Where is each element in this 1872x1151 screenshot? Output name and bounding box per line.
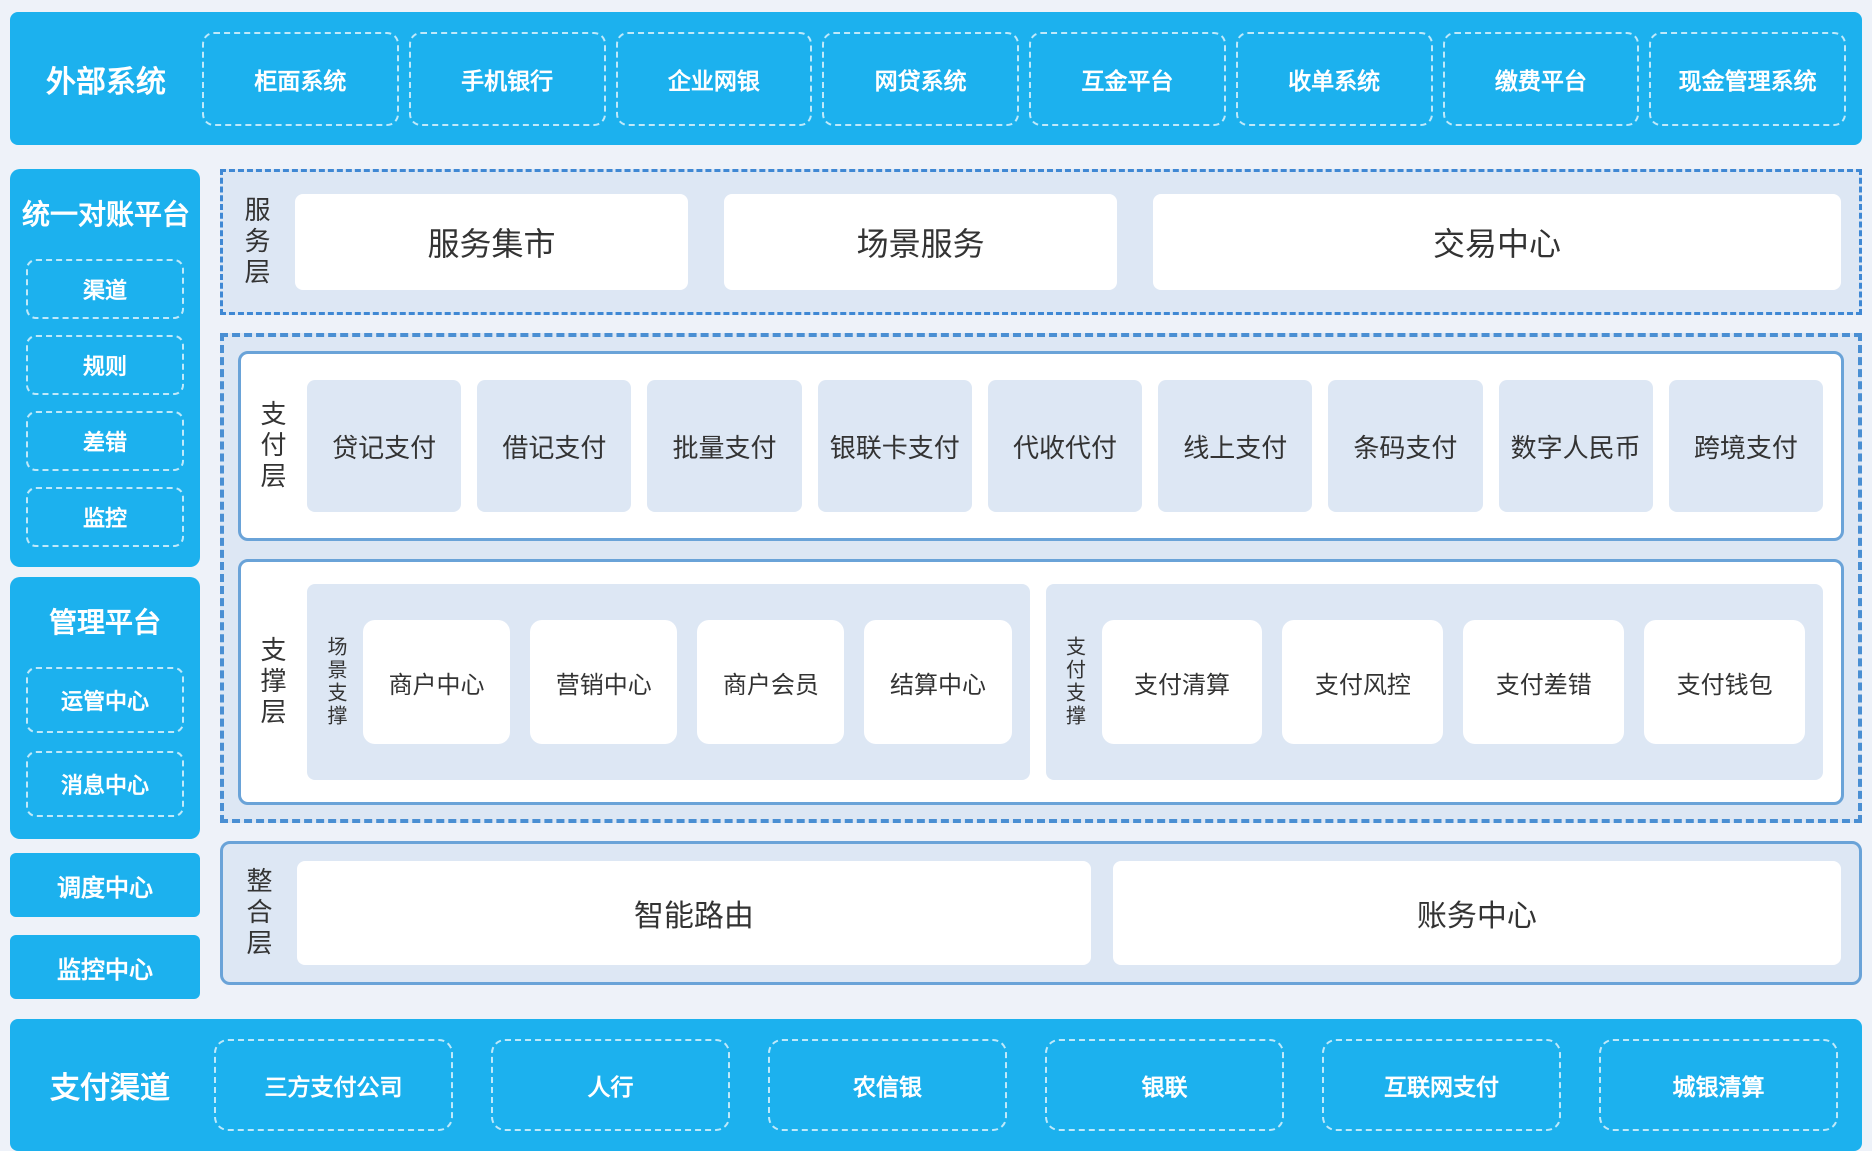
external-system-item: 企业网银 — [615, 31, 813, 126]
payment-channel-item: 互联网支付 — [1322, 1039, 1561, 1131]
external-system-item: 手机银行 — [408, 31, 606, 126]
payment-channel-item: 三方支付公司 — [214, 1039, 453, 1131]
payment-support-box: 支付清算 — [1101, 620, 1263, 744]
reconciliation-item: 渠道 — [26, 259, 184, 319]
left-column: 统一对账平台 渠道 规则 差错 监控 管理平台 运管中心 消息中心 调度中心 监… — [10, 169, 200, 999]
support-layer-groups: 场景支撑 商户中心 营销中心 商户会员 结算中心 支付支撑 支付清算 — [307, 584, 1823, 780]
payment-layer-box: 跨境支付 — [1668, 380, 1823, 512]
payment-layer-items: 贷记支付 借记支付 批量支付 银联卡支付 代收代付 线上支付 条码支付 数字人民… — [307, 380, 1823, 512]
payment-channels-band: 支付渠道 三方支付公司 人行 农信银 银联 互联网支付 城银清算 — [10, 1019, 1862, 1151]
payment-layer-box: 批量支付 — [647, 380, 802, 512]
service-layer-box: 场景服务 — [724, 194, 1118, 290]
payment-channels-label: 支付渠道 — [50, 1072, 170, 1105]
payment-layer-box: 代收代付 — [987, 380, 1143, 512]
integration-layer: 整合层 智能路由 账务中心 — [220, 841, 1862, 985]
integration-layer-box: 账务中心 — [1112, 861, 1841, 965]
service-layer: 服务层 服务集市 场景服务 交易中心 — [220, 169, 1862, 315]
reconciliation-platform-panel: 统一对账平台 渠道 规则 差错 监控 — [10, 169, 200, 567]
scene-support-label: 场景支撑 — [324, 636, 346, 728]
payment-channels-items: 三方支付公司 人行 农信银 银联 互联网支付 城银清算 — [214, 1019, 1862, 1151]
integration-layer-items: 智能路由 账务中心 — [297, 861, 1841, 965]
payment-channel-item: 城银清算 — [1599, 1039, 1838, 1131]
payment-support-items: 支付清算 支付风控 支付差错 支付钱包 — [1101, 620, 1806, 744]
service-layer-box: 交易中心 — [1153, 194, 1841, 290]
payment-channel-item: 农信银 — [768, 1039, 1007, 1131]
service-layer-label: 服务层 — [241, 195, 271, 289]
management-platform-title: 管理平台 — [48, 607, 161, 638]
payment-layer-box: 数字人民币 — [1498, 380, 1653, 512]
dispatch-center-block: 调度中心 — [10, 853, 200, 917]
external-system-item: 缴费平台 — [1442, 31, 1640, 126]
service-layer-items: 服务集市 场景服务 交易中心 — [295, 194, 1841, 290]
payment-channel-item: 人行 — [491, 1039, 730, 1131]
external-system-item: 现金管理系统 — [1649, 31, 1846, 126]
management-item: 消息中心 — [26, 751, 184, 817]
management-platform-panel: 管理平台 运管中心 消息中心 — [10, 577, 200, 839]
payment-layer-box: 贷记支付 — [307, 380, 462, 512]
external-system-item: 网贷系统 — [822, 31, 1019, 126]
scene-support-box: 商户会员 — [697, 620, 845, 744]
payment-support-label: 支付支撑 — [1062, 636, 1085, 728]
external-system-item: 互金平台 — [1029, 31, 1226, 126]
external-systems-label: 外部系统 — [46, 65, 166, 99]
payment-channel-item: 银联 — [1045, 1039, 1284, 1131]
main-column: 服务层 服务集市 场景服务 交易中心 支付层 贷记支付 借记支付 批量支付 银联… — [220, 169, 1862, 985]
external-systems-band: 外部系统 柜面系统 手机银行 企业网银 网贷系统 互金平台 收单系统 缴费平台 … — [10, 12, 1862, 145]
monitoring-center-block: 监控中心 — [10, 935, 200, 999]
external-system-item: 收单系统 — [1235, 31, 1433, 126]
scene-support-group: 场景支撑 商户中心 营销中心 商户会员 结算中心 — [307, 584, 1030, 780]
scene-support-box: 结算中心 — [864, 620, 1012, 744]
payment-support-box: 支付差错 — [1463, 620, 1625, 744]
payment-layer-box: 线上支付 — [1158, 380, 1313, 512]
payment-support-group: 支付支撑 支付清算 支付风控 支付差错 支付钱包 — [1045, 584, 1823, 780]
integration-layer-label: 整合层 — [243, 866, 273, 960]
reconciliation-item: 规则 — [26, 335, 184, 395]
payment-layer-box: 银联卡支付 — [817, 380, 972, 512]
reconciliation-platform-title: 统一对账平台 — [22, 199, 191, 230]
scene-support-items: 商户中心 营销中心 商户会员 结算中心 — [363, 620, 1012, 744]
external-systems-items: 柜面系统 手机银行 企业网银 网贷系统 互金平台 收单系统 缴费平台 现金管理系… — [202, 12, 1862, 145]
middle-region: 统一对账平台 渠道 规则 差错 监控 管理平台 运管中心 消息中心 调度中心 监… — [10, 169, 1862, 999]
core-layers-wrapper: 支付层 贷记支付 借记支付 批量支付 银联卡支付 代收代付 线上支付 条码支付 … — [220, 333, 1862, 823]
management-item: 运管中心 — [26, 667, 184, 733]
payment-layer-label: 支付层 — [257, 399, 287, 493]
scene-support-box: 营销中心 — [530, 620, 678, 744]
support-layer-label: 支撑层 — [257, 635, 287, 729]
external-system-item: 柜面系统 — [202, 31, 399, 126]
integration-layer-box: 智能路由 — [297, 861, 1091, 965]
payment-layer-box: 条码支付 — [1328, 380, 1483, 512]
reconciliation-item: 差错 — [26, 411, 184, 471]
service-layer-box: 服务集市 — [295, 194, 689, 290]
scene-support-box: 商户中心 — [363, 620, 511, 744]
payment-support-box: 支付风控 — [1282, 620, 1444, 744]
payment-layer: 支付层 贷记支付 借记支付 批量支付 银联卡支付 代收代付 线上支付 条码支付 … — [238, 351, 1844, 541]
support-layer: 支撑层 场景支撑 商户中心 营销中心 商户会员 结算中心 — [238, 559, 1844, 805]
payment-layer-box: 借记支付 — [477, 380, 632, 512]
reconciliation-item: 监控 — [26, 487, 184, 547]
payment-support-box: 支付钱包 — [1644, 620, 1806, 744]
